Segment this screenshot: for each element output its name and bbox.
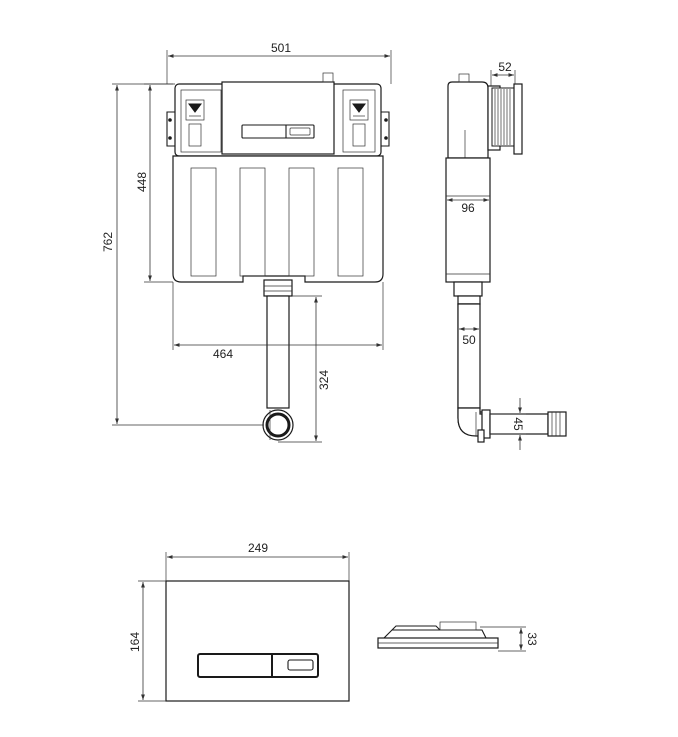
dimension-249: 249 (165, 541, 350, 581)
dimension-324-label: 324 (317, 370, 331, 390)
dimension-464: 464 (172, 282, 384, 361)
flush-plate-front-view (165, 580, 350, 702)
dimension-164: 164 (128, 580, 166, 702)
dimension-52: 52 (490, 60, 516, 86)
cistern-side-view (445, 73, 567, 443)
dimension-464-label: 464 (213, 347, 233, 361)
dual-flush-button (197, 653, 319, 678)
dimension-249-label: 249 (248, 541, 268, 555)
dimension-501-label: 501 (271, 41, 291, 55)
flush-plate-side-view (377, 621, 499, 649)
threaded-rod-icon (491, 87, 515, 147)
dimension-96: 96 (447, 198, 489, 215)
dimension-50-label: 50 (462, 333, 476, 347)
dimension-324: 324 (278, 295, 331, 443)
left-valve-icon (185, 99, 205, 147)
dimension-448-label: 448 (135, 172, 149, 192)
dimension-164-label: 164 (128, 632, 142, 652)
cistern-front-view (166, 72, 390, 441)
dimension-96-label: 96 (461, 201, 475, 215)
dimension-33-label: 33 (525, 632, 539, 646)
dimension-45: 45 (490, 398, 526, 450)
right-valve-icon (349, 99, 369, 147)
dimension-762: 762 (101, 83, 264, 426)
dimension-52-label: 52 (498, 60, 512, 74)
dimension-448: 448 (135, 83, 173, 283)
dimension-501: 501 (166, 41, 392, 84)
dimension-50: 50 (459, 327, 479, 347)
dimension-33: 33 (480, 626, 539, 652)
dimension-762-label: 762 (101, 232, 115, 252)
dimension-45-label: 45 (511, 417, 525, 431)
